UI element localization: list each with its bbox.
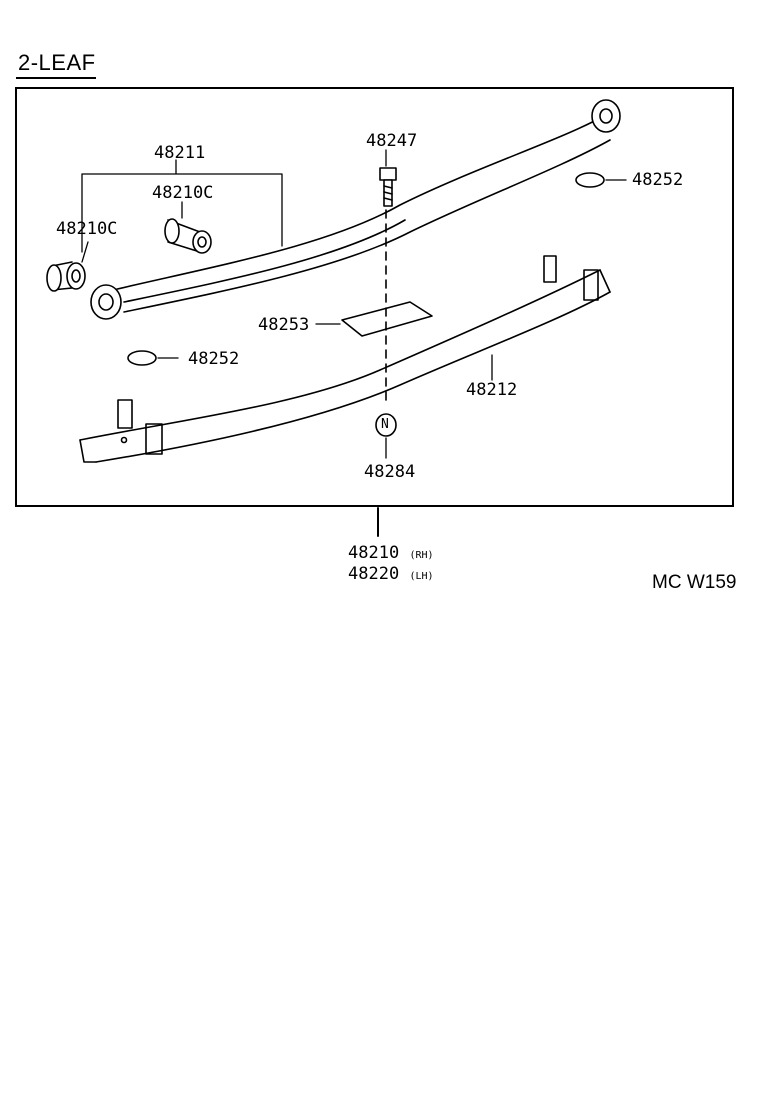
main-leaf-48211: [90, 99, 621, 320]
bushing-48210c-left: [46, 261, 86, 292]
diagram-frame: [15, 87, 734, 507]
second-leaf-48212: [79, 255, 611, 463]
bushing-48210c-center: [164, 218, 212, 254]
diagram-heading: 2-LEAF: [18, 50, 96, 75]
part-label-48252-left: 48252: [188, 349, 240, 369]
pad-48252-right: [575, 172, 605, 188]
assembly-lh-label: 48220 (LH): [348, 565, 434, 586]
part-label-48253: 48253: [258, 315, 310, 335]
diagram-reference-code: MC W159: [652, 572, 737, 593]
leader-lines: [81, 149, 627, 537]
part-label-48210c-center: 48210C: [152, 183, 214, 203]
pad-48252-left: [127, 350, 157, 366]
part-label-48252-right: 48252: [632, 170, 684, 190]
part-label-48210c-left: 48210C: [56, 219, 118, 239]
part-label-48212: 48212: [466, 380, 518, 400]
nut-symbol-label: N: [381, 417, 389, 432]
part-label-48284: 48284: [364, 462, 416, 482]
center-bolt-48247: [379, 167, 397, 207]
heading-underline: [16, 77, 96, 79]
nut-48284: [375, 413, 397, 437]
assembly-lh-side: (LH): [409, 571, 434, 582]
assembly-rh-number: 48210: [348, 543, 400, 563]
part-label-48247: 48247: [366, 131, 418, 151]
assembly-rh-side: (RH): [409, 550, 434, 561]
part-label-48211: 48211: [154, 143, 206, 163]
assembly-lh-number: 48220: [348, 564, 400, 584]
spacer-plate-48253: [341, 301, 433, 337]
assembly-rh-label: 48210 (RH): [348, 544, 434, 565]
